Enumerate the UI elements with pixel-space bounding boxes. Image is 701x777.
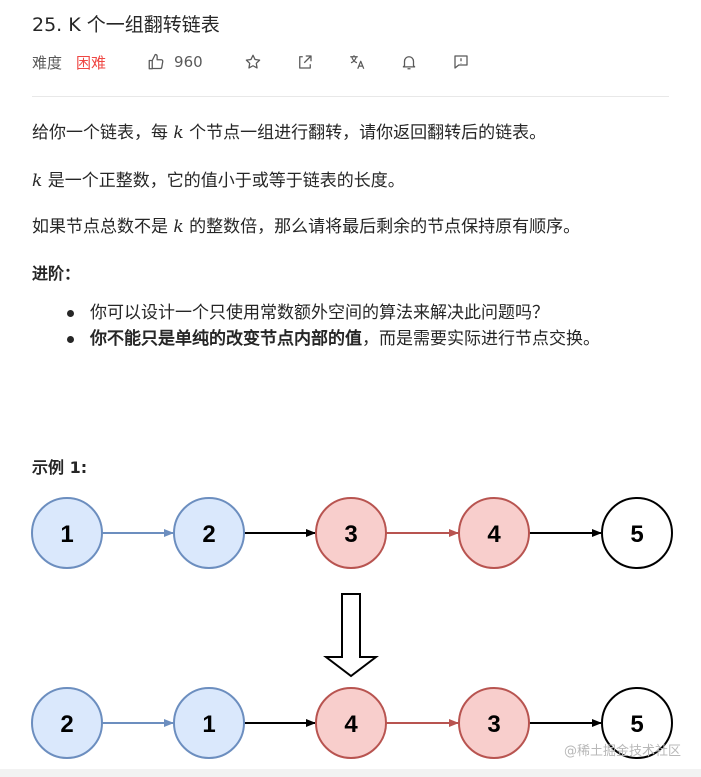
problem-meta-bar: 难度 困难 960 [32, 50, 471, 74]
output-node-label: 5 [630, 711, 643, 738]
difficulty-label: 难度 [32, 53, 63, 72]
output-node-3: 4 [315, 687, 387, 759]
description-paragraph-2: k 是一个正整数，它的值小于或等于链表的长度。 [32, 171, 405, 191]
output-node-label: 1 [202, 711, 215, 738]
output-node-4: 3 [458, 687, 530, 759]
input-node-circle [601, 497, 673, 569]
input-node-2: 2 [173, 497, 245, 569]
watermark-text: @稀土掘金技术社区 [563, 744, 681, 759]
input-node-label: 1 [60, 521, 73, 548]
input-node-5: 5 [601, 497, 673, 569]
bottom-bar [0, 769, 701, 777]
input-node-circle [315, 497, 387, 569]
bell-icon[interactable] [399, 52, 419, 72]
output-node-circle [31, 687, 103, 759]
thumbs-up-icon [146, 52, 166, 72]
like-button[interactable]: 960 [146, 52, 203, 72]
difficulty-badge: 困难 [76, 53, 107, 72]
feedback-icon[interactable] [451, 52, 471, 72]
problem-title: 25. K 个一组翻转链表 [32, 14, 220, 36]
header-divider [32, 96, 669, 97]
output-node-label: 4 [344, 711, 358, 738]
list-item: 你可以设计一个只使用常数额外空间的算法来解决此问题吗？ [60, 300, 640, 326]
output-node-circle [173, 687, 245, 759]
input-node-label: 4 [487, 521, 501, 548]
output-node-1: 2 [31, 687, 103, 759]
output-node-5: 5 [601, 687, 673, 759]
transform-down-arrow [323, 593, 379, 678]
description-paragraph-3: 如果节点总数不是 k 的整数倍，那么请将最后剩余的节点保持原有顺序。 [32, 217, 581, 237]
output-node-2: 1 [173, 687, 245, 759]
output-node-circle [601, 687, 673, 759]
star-icon[interactable] [243, 52, 263, 72]
output-node-label: 3 [487, 711, 500, 738]
linked-list-diagram: 1 2 3 4 5 2 1 4 3 5 [31, 497, 673, 759]
description-paragraph-1: 给你一个链表，每 k 个节点一组进行翻转，请你返回翻转后的链表。 [32, 123, 547, 143]
input-node-4: 4 [458, 497, 530, 569]
input-node-label: 5 [630, 521, 643, 548]
input-node-circle [458, 497, 530, 569]
input-node-circle [173, 497, 245, 569]
output-node-circle [315, 687, 387, 759]
output-node-label: 2 [60, 711, 73, 738]
advanced-heading: 进阶： [32, 264, 81, 283]
input-node-label: 2 [202, 521, 215, 548]
output-node-circle [458, 687, 530, 759]
advanced-list: 你可以设计一个只使用常数额外空间的算法来解决此问题吗？ 你不能只是单纯的改变节点… [60, 300, 640, 352]
input-node-label: 3 [344, 521, 357, 548]
share-icon[interactable] [295, 52, 315, 72]
list-item: 你不能只是单纯的改变节点内部的值，而是需要实际进行节点交换。 [60, 326, 640, 352]
translate-icon[interactable] [347, 52, 367, 72]
input-node-circle [31, 497, 103, 569]
input-node-1: 1 [31, 497, 103, 569]
input-node-3: 3 [315, 497, 387, 569]
example-heading: 示例 1: [32, 458, 88, 477]
like-count: 960 [174, 53, 203, 71]
